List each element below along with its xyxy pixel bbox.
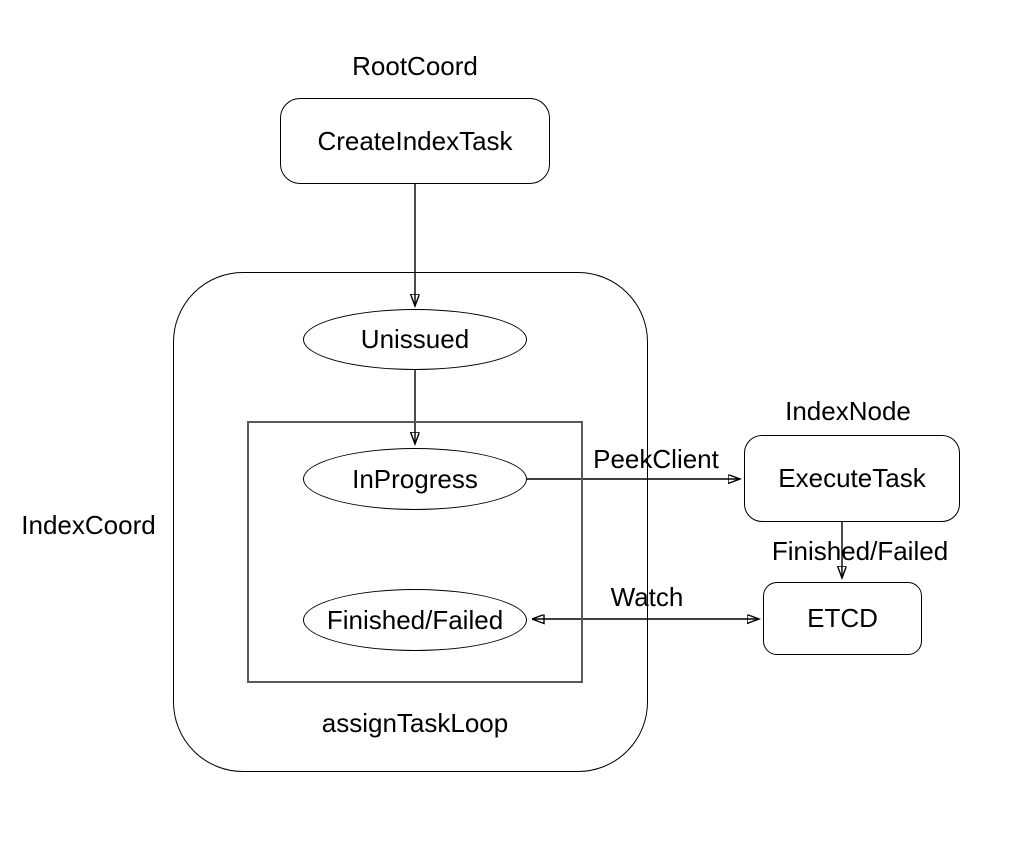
group-assigntaskloop-container <box>247 421 583 683</box>
node-finished-failed: Finished/Failed <box>303 589 527 651</box>
group-label-indexcoord: IndexCoord <box>21 510 156 540</box>
node-in-progress-label: InProgress <box>352 463 478 494</box>
group-indexcoord-container <box>173 272 648 772</box>
node-finished-failed-label: Finished/Failed <box>326 604 504 635</box>
group-label-indexnode: IndexNode <box>785 396 911 426</box>
node-execute-task: ExecuteTask <box>744 435 960 522</box>
edge-label-finished-failed: Finished/Failed <box>771 536 949 566</box>
edge-label-watch: Watch <box>610 582 684 612</box>
node-unissued: Unissued <box>303 309 527 370</box>
node-in-progress: InProgress <box>303 448 527 510</box>
node-etcd-label: ETCD <box>807 603 878 633</box>
group-label-rootcoord: RootCoord <box>352 51 478 81</box>
node-create-index-task-label: CreateIndexTask <box>317 125 513 156</box>
node-execute-task-label: ExecuteTask <box>778 463 926 493</box>
group-label-assigntaskloop: assignTaskLoop <box>321 708 509 738</box>
edge-label-peekclient: PeekClient <box>593 444 719 474</box>
node-create-index-task: CreateIndexTask <box>280 98 550 184</box>
node-etcd: ETCD <box>763 582 922 655</box>
node-unissued-label: Unissued <box>360 324 470 354</box>
